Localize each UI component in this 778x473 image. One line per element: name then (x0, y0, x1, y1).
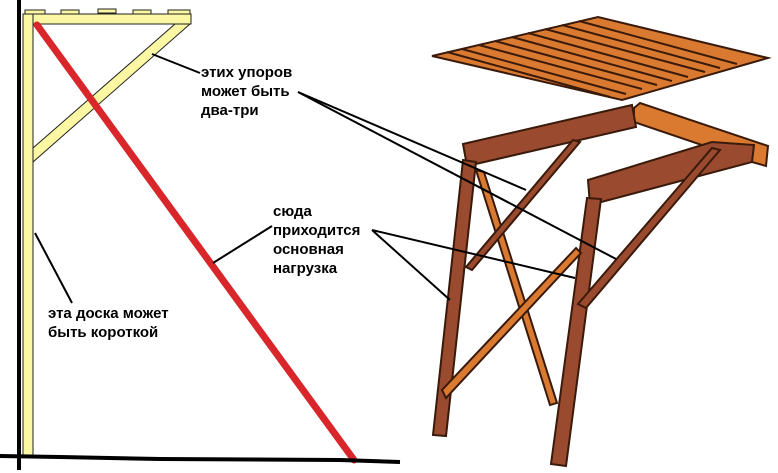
load-diagonal-red (33, 21, 358, 464)
short-board-note-line-1: эта доска может (48, 305, 169, 322)
brace-right-diag (576, 146, 722, 310)
vertical-board (22, 13, 34, 457)
ground-line (0, 454, 401, 464)
right-3d-table (297, 15, 772, 468)
pointer-brace-right-1 (297, 91, 527, 191)
pointer-load-right-1 (371, 229, 576, 279)
load-note: сюда приходится основная нагрузка (273, 202, 360, 278)
load-note-line-2: приходится (273, 222, 361, 239)
pointer-brace-right-2 (297, 91, 617, 260)
short-board-note-line-2: быть короткой (48, 324, 159, 341)
braces-note-line-1: этих упоров (201, 64, 293, 81)
top-slats (24, 8, 191, 15)
leg-front-left (431, 158, 478, 438)
braces-note-line-2: может быть (201, 83, 290, 100)
pointer-load-left (212, 225, 273, 264)
front-beam (461, 103, 638, 168)
table-top (431, 15, 772, 102)
top-beam (22, 13, 192, 25)
left-schematic (0, 0, 401, 470)
diagonal-brace (32, 23, 192, 164)
pointer-load-right-2 (371, 229, 451, 301)
braces-note: этих упоров может быть два-три (201, 63, 292, 120)
load-note-line-3: основная (273, 241, 344, 258)
brace-front-diag (464, 138, 582, 272)
pointer-brace (151, 53, 201, 74)
leg-front-right (549, 196, 603, 468)
load-note-line-4: нагрузка (273, 260, 338, 277)
load-note-line-1: сюда (273, 203, 312, 220)
pointer-short-board (34, 232, 73, 304)
braces-note-line-3: два-три (201, 102, 259, 119)
cross-brace-2 (440, 246, 583, 400)
short-board-note: эта доска может быть короткой (48, 304, 169, 342)
